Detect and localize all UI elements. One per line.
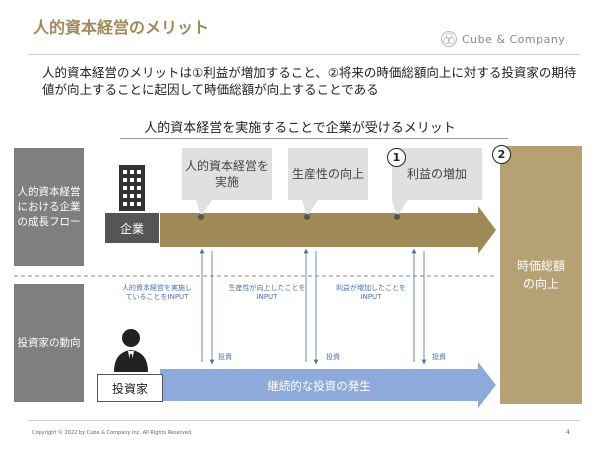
diagram-title-underline: [120, 138, 508, 139]
logo-text: Cube & Company: [462, 32, 566, 46]
milestone-dot-1: [198, 214, 204, 220]
row-label-company: 人的資本経営における企業の成長フロー: [14, 148, 84, 266]
invest-label-3: 投資: [432, 353, 446, 361]
investor-arrow-label: 継続的な投資の発生: [267, 379, 371, 393]
market-cap-label: 時価総額の向上: [517, 259, 566, 291]
copyright-text: Copyright © 2022 by Cube & Company Inc. …: [32, 430, 193, 436]
callout-profit-increase: 利益の増加: [392, 148, 482, 200]
callout-pointer-3: [392, 200, 408, 216]
invest-label-2: 投資: [326, 353, 340, 361]
invest-label-1: 投資: [218, 353, 232, 361]
number-badge-2: 2: [492, 145, 511, 164]
cube-logo-icon: [441, 31, 457, 47]
row-label-investor: 投資家の動向: [14, 284, 84, 402]
callout-productivity: 生産性の向上: [288, 148, 368, 200]
page-number: 4: [566, 429, 570, 436]
company-logo: Cube & Company: [440, 30, 565, 48]
building-icon: [119, 165, 145, 211]
milestone-dot-2: [304, 214, 310, 220]
investor-box: 投資家: [97, 374, 163, 402]
lead-text: 人的資本経営のメリットは①利益が増加すること、②将来の時価総額向上に対する投資家…: [42, 65, 577, 97]
input-label-2: 生産性が向上したことをINPUT: [228, 284, 306, 301]
investor-person-icon: [114, 329, 148, 372]
input-label-3: 利益が増加したことをINPUT: [336, 284, 406, 301]
callout-pointer-1: [196, 200, 212, 216]
header-divider: [28, 54, 580, 55]
number-badge-1: 1: [387, 148, 406, 167]
callout-hr-management: 人的資本経営を実施: [182, 148, 272, 200]
investor-flow-arrow: [160, 362, 496, 408]
input-label-1: 人的資本経営を実施していることをINPUT: [122, 284, 192, 301]
milestone-dot-3: [394, 214, 400, 220]
company-box: 企業: [105, 213, 159, 243]
page-title: 人的資本経営のメリット: [33, 18, 210, 37]
market-cap-box: 時価総額の向上: [500, 146, 582, 404]
company-growth-arrow: [160, 206, 496, 254]
callout-pointer-2: [302, 200, 318, 216]
diagram-title: 人的資本経営を実施することで企業が受けるメリット: [144, 121, 456, 136]
footer-divider: [28, 420, 580, 421]
